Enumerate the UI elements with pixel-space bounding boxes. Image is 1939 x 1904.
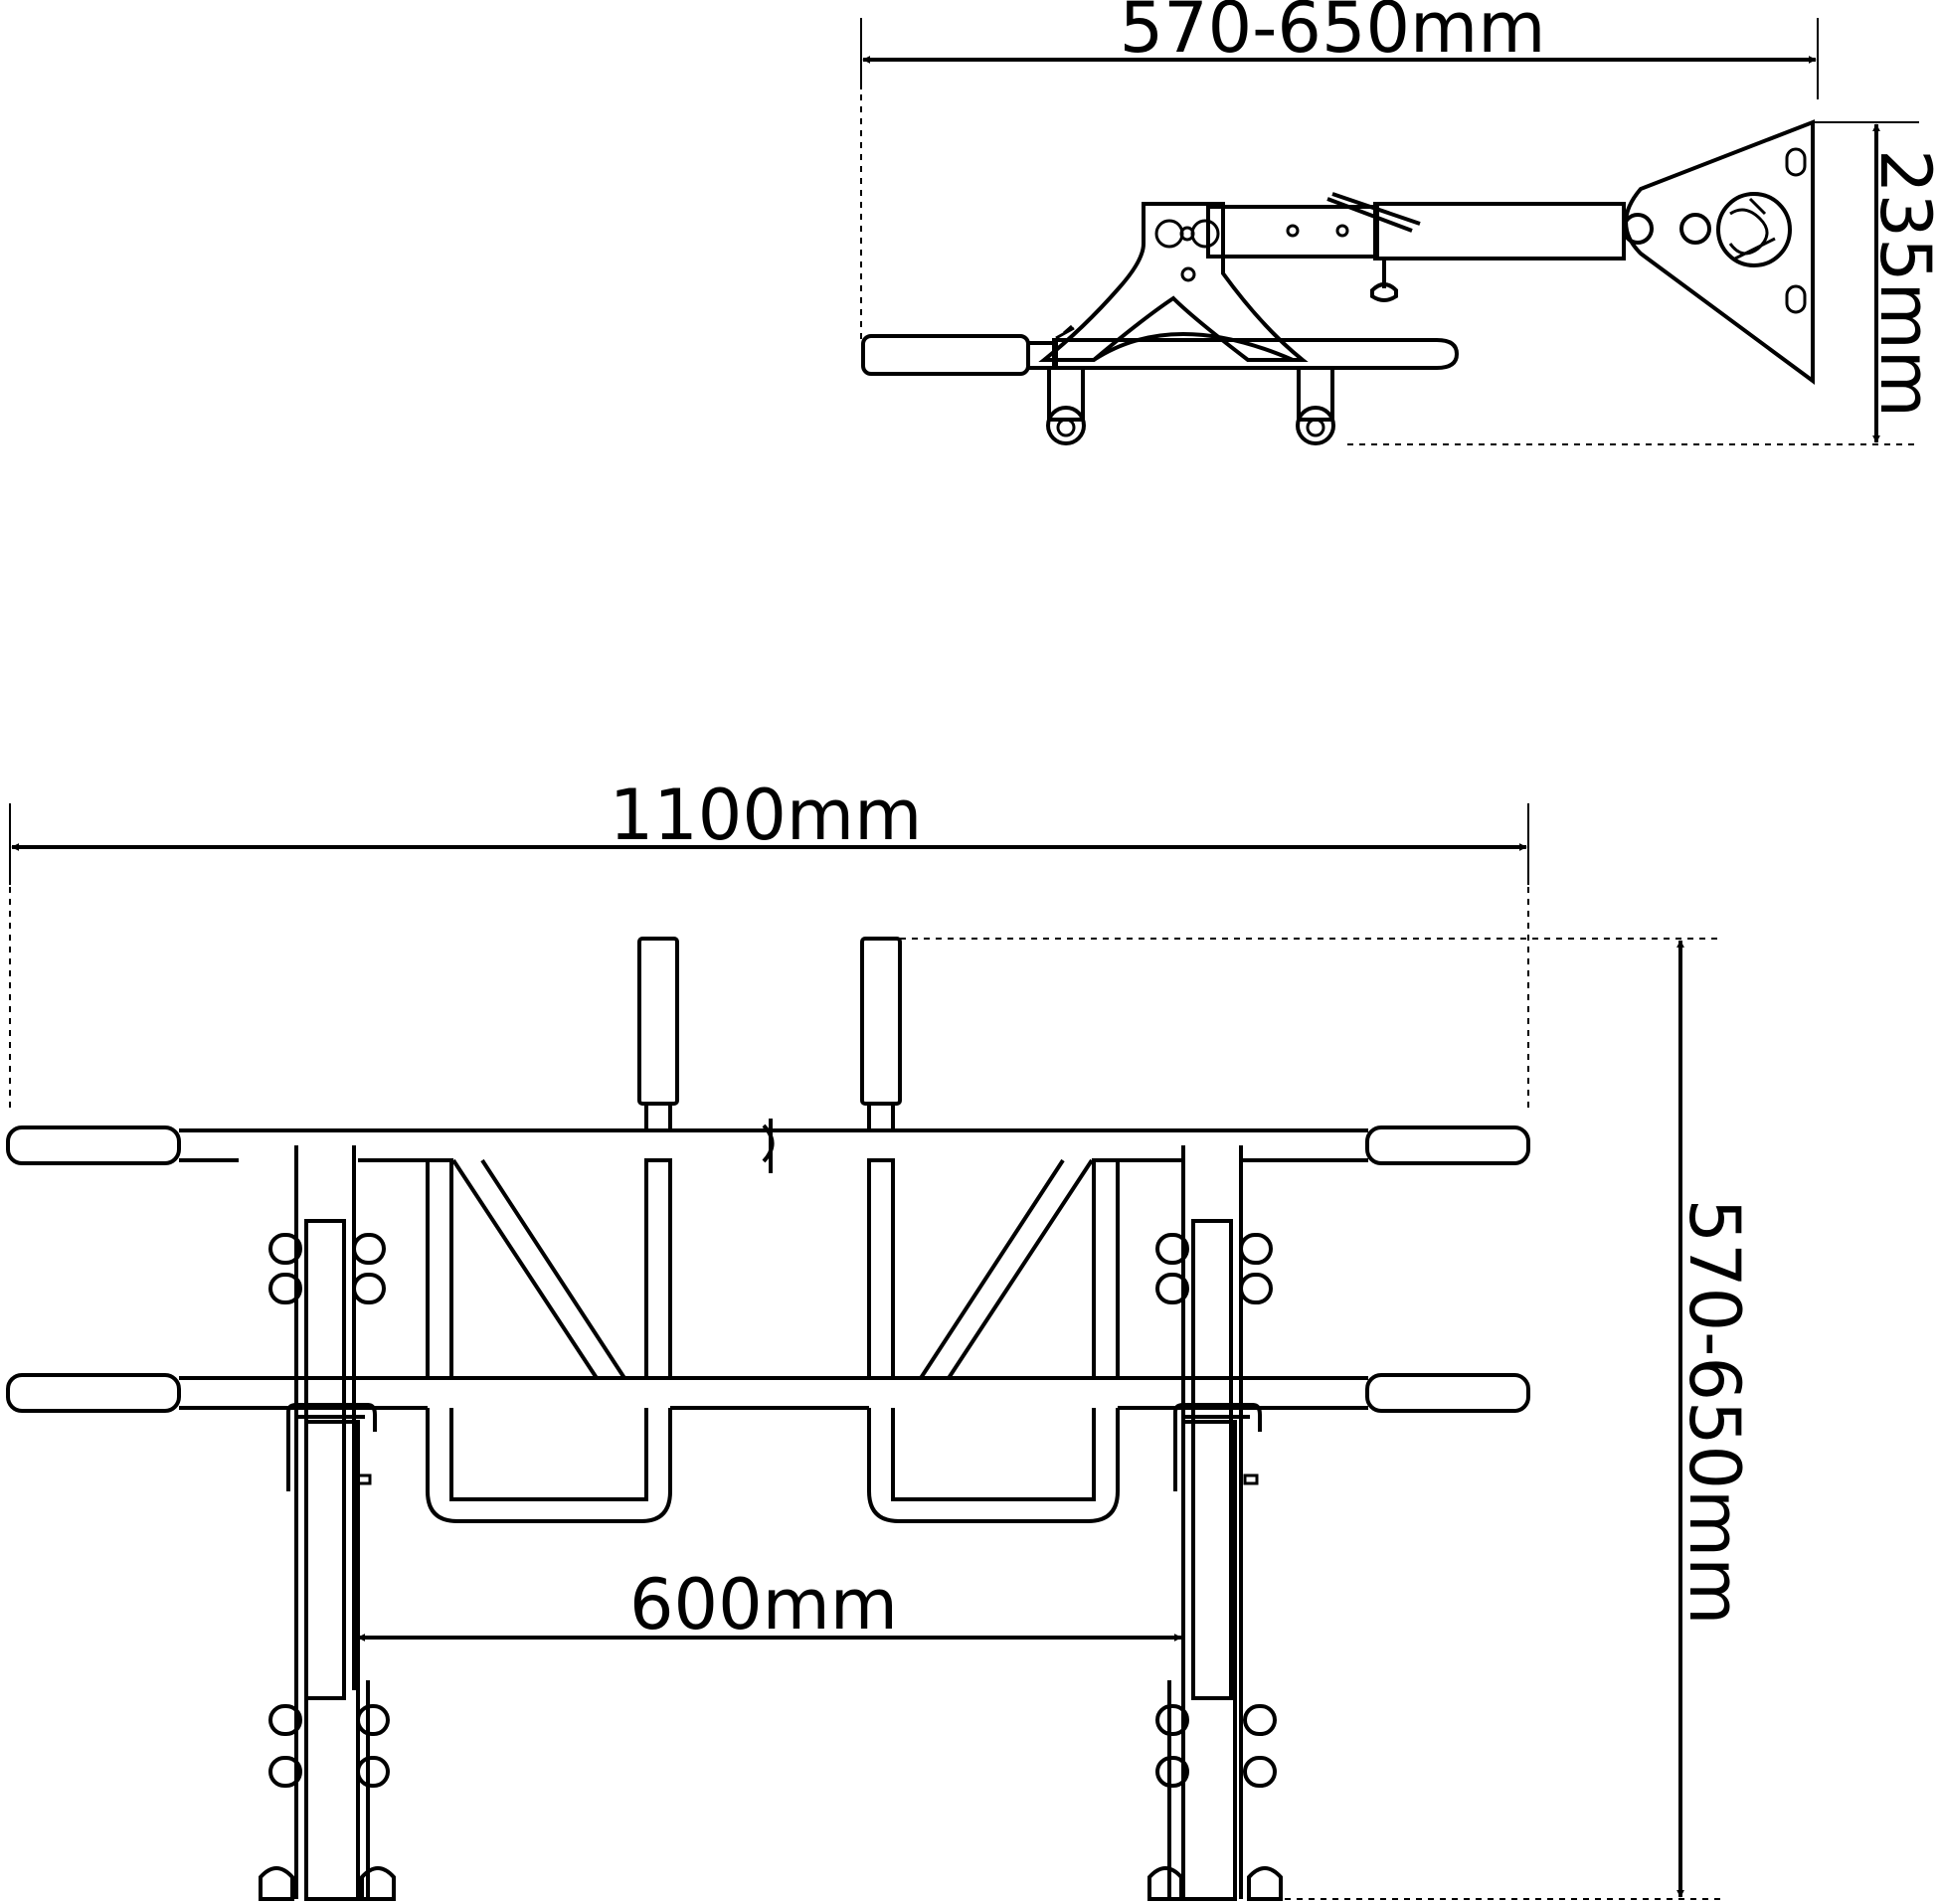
front-width-label: 1100mm [610, 775, 923, 856]
upper-vertical-grips [637, 937, 902, 1130]
side-arm [1206, 192, 1626, 302]
center-frame [426, 1119, 1120, 1523]
side-bracket [1038, 202, 1309, 362]
side-view: 570-650mm 235mm [860, 0, 1939, 445]
wall-plate [1622, 119, 1815, 385]
front-height-label: 570-650mm [1674, 1199, 1755, 1626]
side-handles [1046, 366, 1335, 445]
front-height-dimension: 570-650mm [900, 938, 1765, 1900]
side-height-dimension: 235mm [1347, 121, 1939, 445]
side-width-label: 570-650mm [1120, 0, 1546, 69]
left-wall-bracket [259, 1145, 396, 1901]
front-view: 1100mm 570-650mm 600mm [6, 775, 1765, 1901]
side-height-label: 235mm [1864, 149, 1939, 418]
side-grip-bar [861, 324, 1460, 376]
bracket-spacing-dimension: 600mm [357, 1564, 1182, 1645]
bracket-spacing-label: 600mm [629, 1564, 898, 1645]
front-width-dimension: 1100mm [9, 775, 1529, 1109]
side-width-dimension: 570-650mm [860, 0, 1819, 343]
lower-main-bar [6, 1373, 1530, 1413]
right-wall-bracket [1147, 1145, 1283, 1901]
